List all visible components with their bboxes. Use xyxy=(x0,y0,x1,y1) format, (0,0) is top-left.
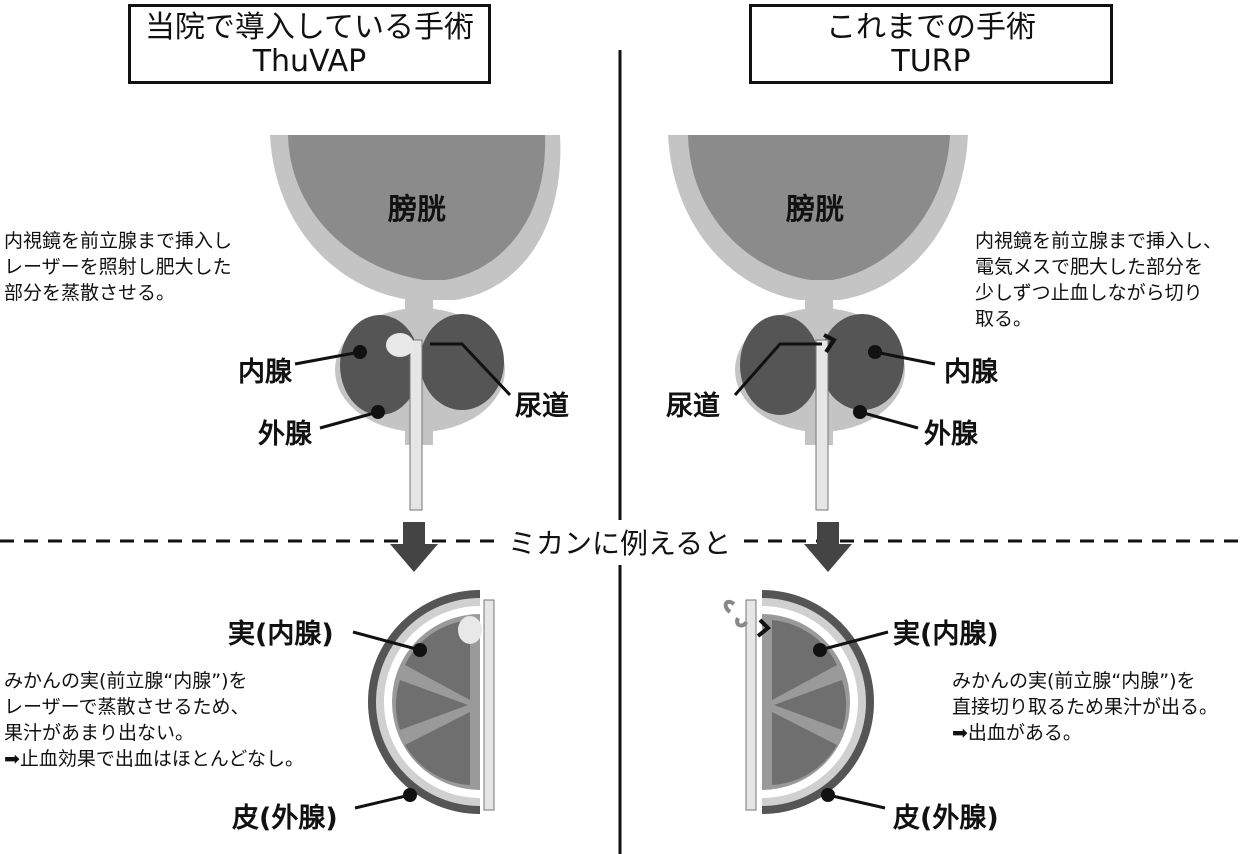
right-title-line1: これまでの手術 xyxy=(752,11,1110,45)
left-endoscope xyxy=(410,340,422,510)
right-down-arrow xyxy=(804,522,852,572)
right-endoscope xyxy=(816,340,828,510)
left-title-line2: ThuVAP xyxy=(131,45,488,79)
right-description-line: 内視鏡を前立腺まで挿入し、 xyxy=(975,228,1222,254)
left-title-box: 当院で導入している手術 ThuVAP xyxy=(128,4,491,84)
right-description-line: 少しずつ止血しながら切り xyxy=(975,280,1222,306)
left-title-line1: 当院で導入している手術 xyxy=(131,11,488,45)
left-inner-gland-label: 内腺 xyxy=(238,350,292,389)
left-orange-description-line: ➡止血効果で出血はほとんどなし。 xyxy=(4,746,304,772)
left-orange-description-line: レーザーで蒸散させるため、 xyxy=(4,694,304,720)
left-description-line: 内視鏡を前立腺まで挿入し xyxy=(4,228,232,254)
right-orange-description-line: ➡出血がある。 xyxy=(952,720,1218,746)
left-description: 内視鏡を前立腺まで挿入し レーザーを照射し肥大した 部分を蒸散させる。 xyxy=(4,228,232,306)
right-fruit-label: 実(内腺) xyxy=(893,612,999,651)
left-down-arrow xyxy=(390,522,438,572)
right-title-box: これまでの手術 TURP xyxy=(749,4,1113,84)
divider-label: ミカンに例えると xyxy=(498,522,741,562)
right-orange-description: みかんの実(前立腺“内腺”)を 直接切り取るため果汁が出る。 ➡出血がある。 xyxy=(952,668,1218,746)
left-orange-diagram xyxy=(353,590,494,814)
left-orange-description-line: 果汁があまり出ない。 xyxy=(4,720,304,746)
left-orange-description: みかんの実(前立腺“内腺”)を レーザーで蒸散させるため、 果汁があまり出ない。… xyxy=(4,668,304,772)
right-orange-description-line: 直接切り取るため果汁が出る。 xyxy=(952,694,1218,720)
right-orange-description-line: みかんの実(前立腺“内腺”)を xyxy=(952,668,1218,694)
left-fruit-label: 実(内腺) xyxy=(228,612,334,651)
right-description-line: 電気メスで肥大した部分を xyxy=(975,254,1222,280)
right-inner-gland-label: 内腺 xyxy=(944,350,998,389)
right-outer-gland-label: 外腺 xyxy=(924,412,978,451)
right-bladder-label: 膀胱 xyxy=(786,186,844,228)
right-description: 内視鏡を前立腺まで挿入し、 電気メスで肥大した部分を 少しずつ止血しながら切り … xyxy=(975,228,1222,332)
left-peel-label: 皮(外腺) xyxy=(232,796,338,835)
left-outer-gland-label: 外腺 xyxy=(258,412,312,451)
right-description-line: 取る。 xyxy=(975,306,1222,332)
left-urethra-label: 尿道 xyxy=(515,384,569,423)
left-bladder-label: 膀胱 xyxy=(388,186,446,228)
left-description-line: 部分を蒸散させる。 xyxy=(4,280,232,306)
right-peel-label: 皮(外腺) xyxy=(893,796,999,835)
left-description-line: レーザーを照射し肥大した xyxy=(4,254,232,280)
right-urethra-label: 尿道 xyxy=(666,384,720,423)
right-orange-diagram xyxy=(726,590,888,814)
left-orange-description-line: みかんの実(前立腺“内腺”)を xyxy=(4,668,304,694)
right-title-line2: TURP xyxy=(752,45,1110,79)
